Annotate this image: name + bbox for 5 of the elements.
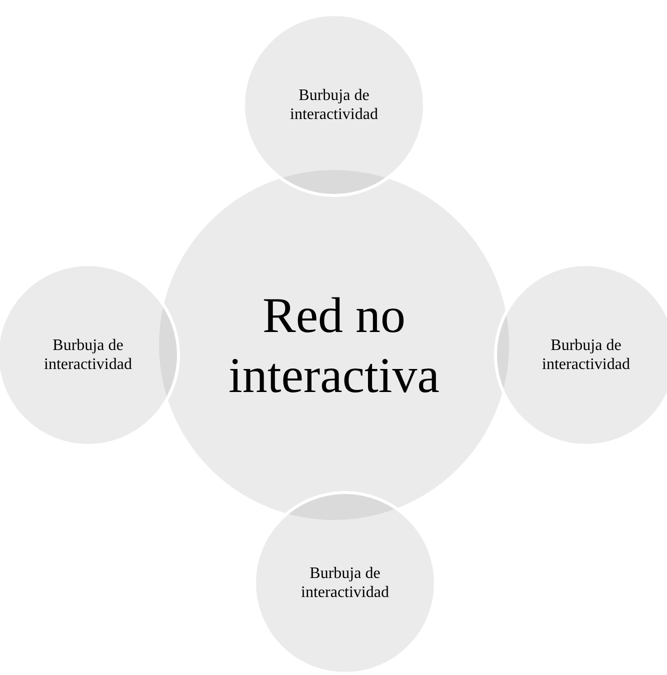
bubble-label: Burbuja de interactividad (43, 336, 133, 374)
bubble-label: Burbuja de interactividad (541, 336, 631, 374)
network-label: Red no interactiva (228, 286, 440, 405)
bubble-label: Burbuja de interactividad (300, 564, 390, 602)
bubble-label: Burbuja de interactividad (289, 86, 379, 124)
